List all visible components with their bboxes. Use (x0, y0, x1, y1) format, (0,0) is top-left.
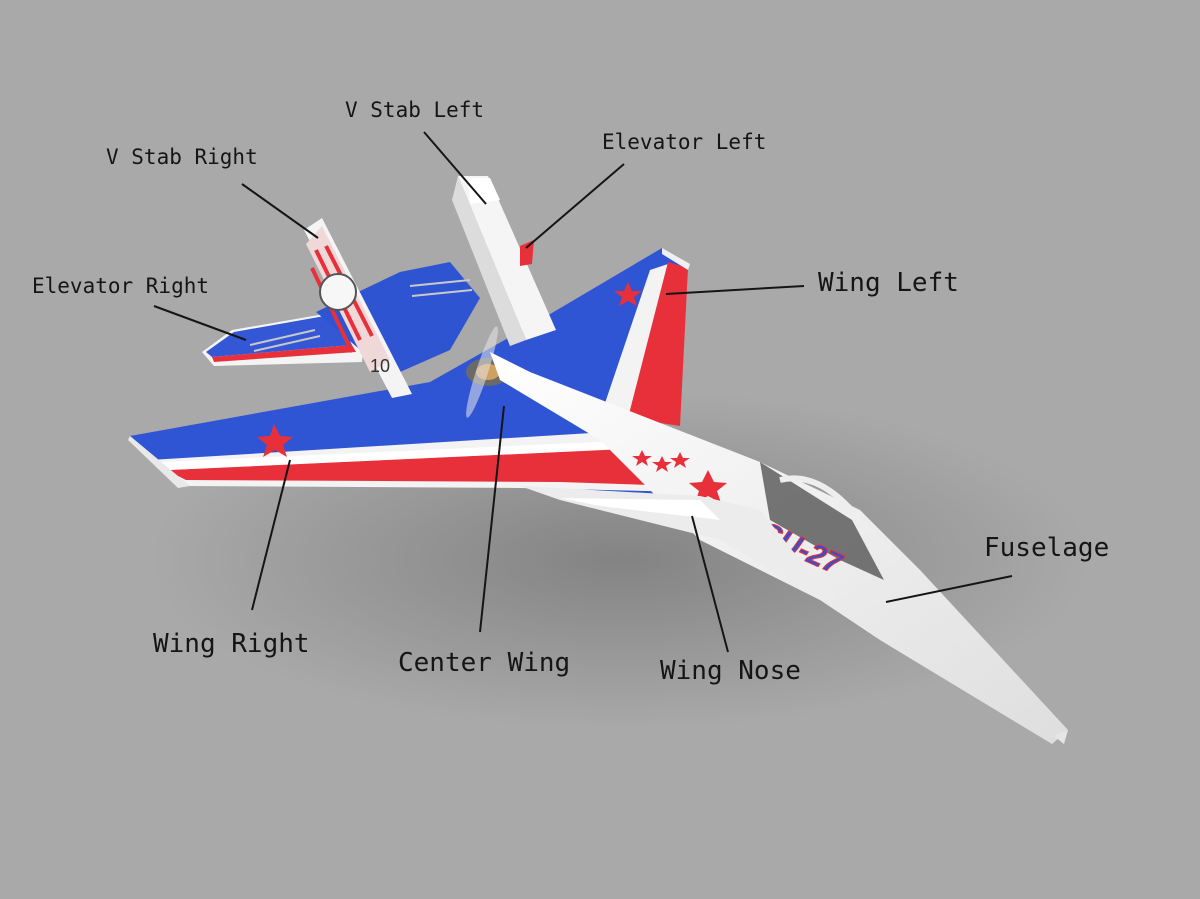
elevator-left (520, 240, 534, 266)
label-wing-left: Wing Left (818, 268, 959, 298)
leader-elevator-left (525, 163, 625, 249)
propeller (466, 326, 498, 418)
wing-nose (520, 486, 840, 600)
leader-center-wing (479, 405, 505, 633)
label-v-stab-left: V Stab Left (345, 98, 485, 122)
leader-elevator-right (153, 305, 247, 341)
label-elevator-left: Elevator Left (602, 130, 767, 154)
leader-wing-nose (691, 515, 729, 653)
label-v-stab-right: V Stab Right (106, 145, 258, 169)
label-wing-right: Wing Right (153, 629, 310, 659)
leader-v-stab-right (241, 183, 319, 239)
star-decal-left-wing (614, 282, 642, 306)
label-elevator-right: Elevator Right (32, 274, 210, 298)
elevator-right (202, 312, 366, 366)
leader-wing-left (665, 285, 805, 295)
leader-lines (153, 131, 1013, 653)
star-decal-right-wing (257, 424, 293, 457)
label-fuselage: Fuselage (984, 533, 1110, 563)
leader-fuselage (885, 575, 1013, 603)
leader-v-stab-left (423, 131, 487, 205)
skull-emblem (319, 273, 357, 311)
leader-wing-right (251, 459, 291, 611)
label-center-wing: Center Wing (398, 648, 571, 678)
v-stab-left (452, 176, 556, 346)
tail-number: 10 (370, 356, 390, 376)
v-stab-right: 10 (304, 218, 412, 398)
label-wing-nose: Wing Nose (660, 656, 801, 686)
